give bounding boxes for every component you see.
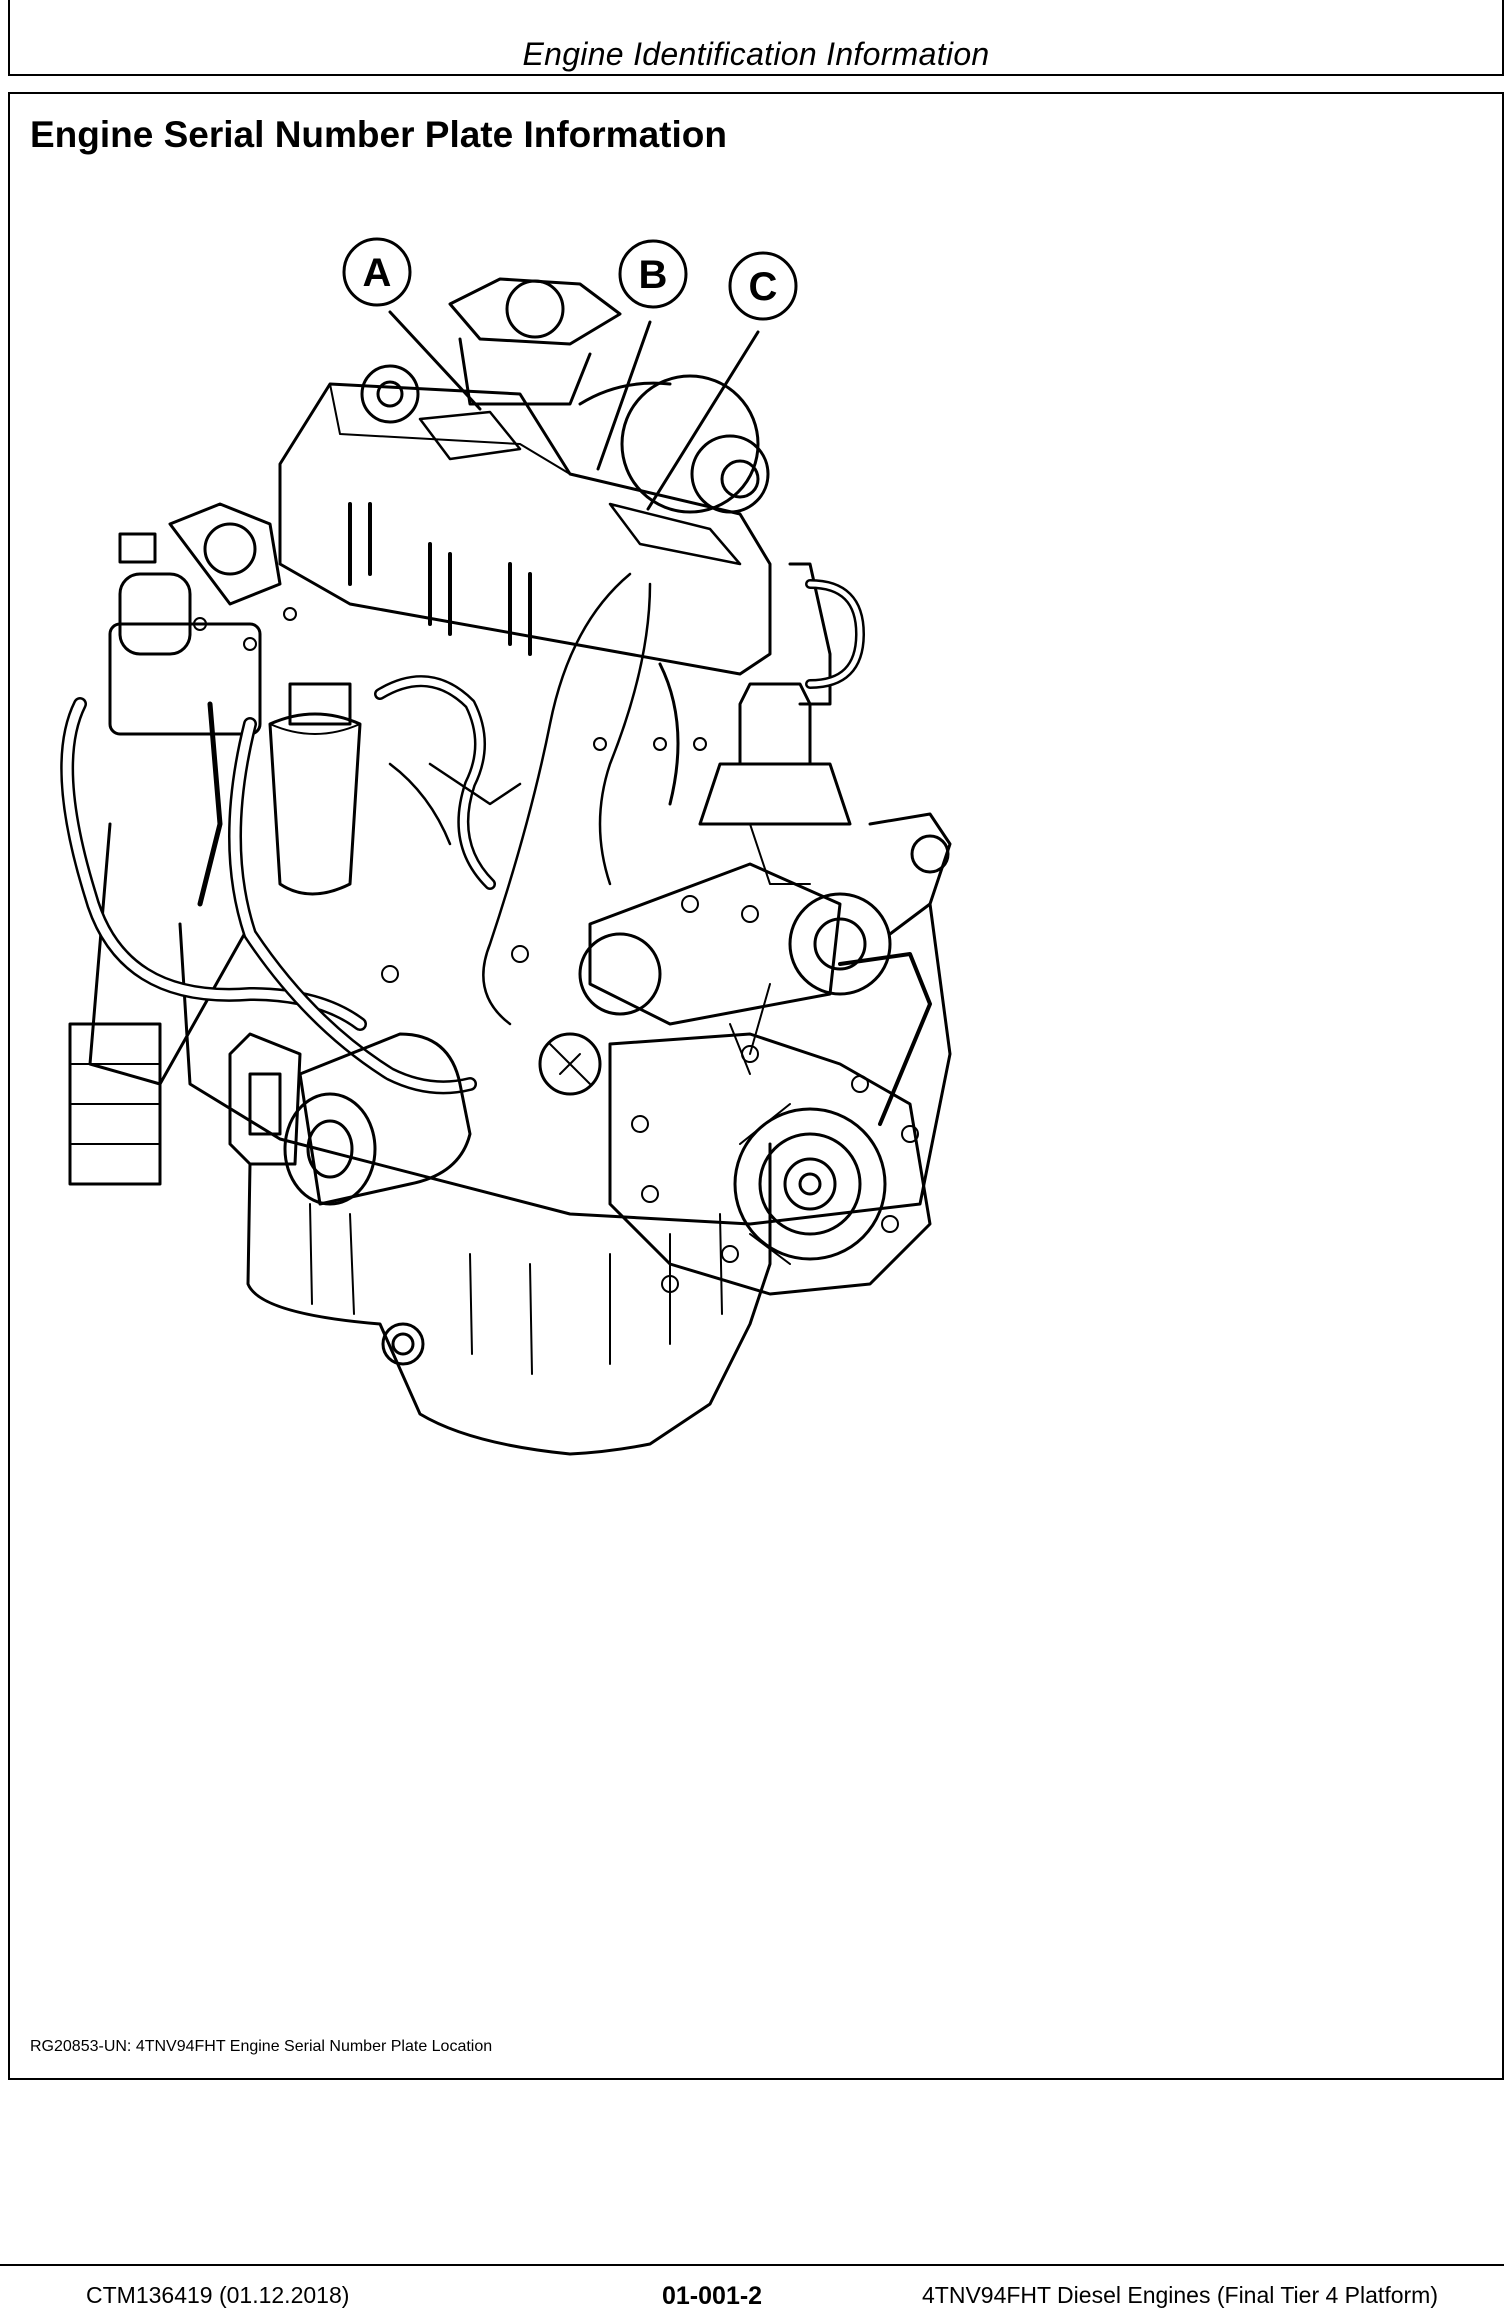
footer-manual-title: 4TNV94FHT Diesel Engines (Final Tier 4 P…	[922, 2282, 1438, 2308]
plate-c	[608, 502, 742, 566]
crank-pulley	[733, 1107, 887, 1261]
footer-page-number: 01-001-2	[662, 2282, 763, 2310]
footer-divider	[0, 2264, 1504, 2266]
oil-filter	[298, 1032, 472, 1206]
callout-a-label: A	[363, 251, 392, 295]
header-title: Engine Identification Information	[522, 36, 990, 72]
callout-a	[342, 237, 412, 307]
callout-c-leader	[646, 330, 760, 511]
drain-plug	[381, 1322, 425, 1366]
fuel-filter	[268, 712, 362, 896]
callout-b	[618, 239, 688, 309]
callout-a-leader	[388, 310, 482, 411]
callout-b-label: B	[639, 253, 668, 297]
page-header: Engine Identification Information	[8, 0, 1504, 76]
callout-c	[728, 251, 798, 321]
section-title: Engine Serial Number Plate Information	[30, 114, 727, 155]
engine-illustration: A B C	[60, 237, 952, 1456]
figure-caption: RG20853-UN: 4TNV94FHT Engine Serial Numb…	[30, 2038, 493, 2055]
callout-c-label: C	[749, 265, 778, 309]
plate-a	[418, 410, 522, 461]
footer-doc-id: CTM136419 (01.12.2018)	[86, 2282, 350, 2308]
callout-b-leader	[596, 320, 652, 471]
figure-panel: Engine Serial Number Plate Information	[8, 92, 1504, 2080]
